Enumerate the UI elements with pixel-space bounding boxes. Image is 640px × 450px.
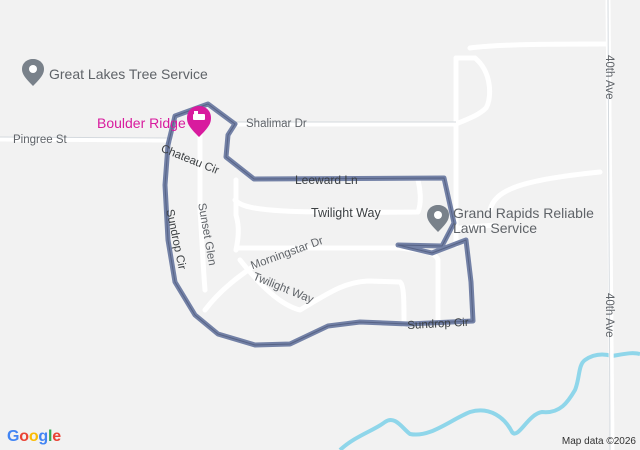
logo-letter: G [7, 428, 20, 445]
map-attribution[interactable]: Map data ©2026 [561, 436, 636, 447]
route-outline [164, 103, 474, 346]
poi-grand-rapids-line1: Grand Rapids Reliable [453, 205, 594, 221]
pin-great-lakes[interactable] [22, 59, 44, 86]
poi-grand-rapids-lawn[interactable]: Grand Rapids Reliable Lawn Service [453, 206, 594, 236]
poi-grand-rapids-line2: Lawn Service [453, 220, 538, 236]
road-40th-ave-bottom: 40th Ave [603, 293, 615, 338]
logo-letter: o [28, 428, 39, 445]
road-leeward-ln: Leeward Ln [295, 173, 358, 187]
road-edges [0, 0, 611, 450]
road-shalimar-dr: Shalimar Dr [246, 118, 307, 130]
logo-letter: g [38, 428, 48, 445]
road-twilight-way: Twilight Way [311, 206, 381, 220]
road-40th-ave-top: 40th Ave [603, 55, 615, 100]
poi-great-lakes-tree-service[interactable]: Great Lakes Tree Service [49, 66, 208, 82]
pin-grand-rapids[interactable] [427, 205, 449, 232]
logo-letter: o [19, 428, 29, 445]
logo-letter: l [47, 428, 53, 445]
poi-boulder-ridge[interactable]: Boulder Ridge [97, 115, 186, 131]
road-pingree-st: Pingree St [13, 134, 67, 146]
pin-boulder-ridge[interactable] [187, 106, 211, 137]
water-stream [338, 351, 640, 450]
logo-letter: e [52, 428, 61, 445]
google-logo[interactable]: Google [7, 428, 61, 446]
